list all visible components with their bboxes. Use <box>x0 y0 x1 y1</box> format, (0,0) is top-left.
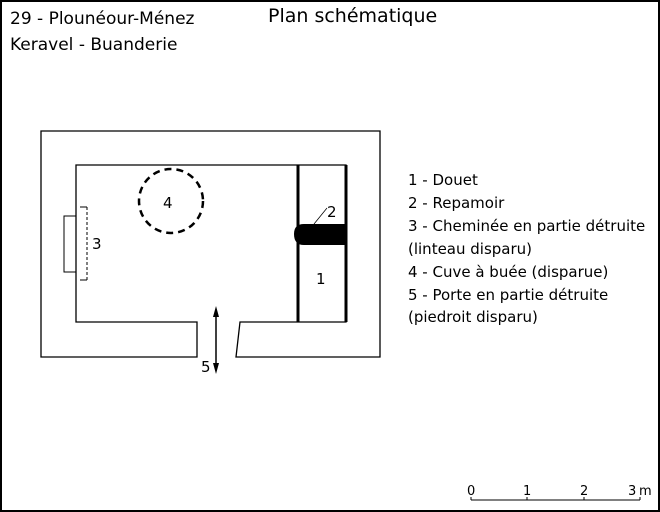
scale-unit: m <box>639 484 652 499</box>
scale-tick-3: 3 <box>628 484 636 499</box>
diagram-title: Plan schématique <box>268 5 437 27</box>
scale-tick-0: 0 <box>467 484 475 499</box>
plan-label-2: 2 <box>327 203 337 221</box>
repamoir-shape <box>294 224 346 245</box>
plan-label-5: 5 <box>201 358 211 376</box>
building-walls <box>40 130 381 358</box>
scale-tick-1: 1 <box>523 484 531 499</box>
legend-item: 2 - Repamoir <box>408 194 505 212</box>
scale-tick-2: 2 <box>580 484 588 499</box>
legend-item: 5 - Porte en partie détruite <box>408 286 608 304</box>
repamoir-leader <box>313 207 328 225</box>
legend-item: (linteau disparu) <box>408 240 532 258</box>
scale-bar: 0 1 2 3 m <box>467 484 652 501</box>
legend-item: 4 - Cuve à buée (disparue) <box>408 263 608 281</box>
plan-label-1: 1 <box>316 270 326 288</box>
legend: 1 - Douet 2 - Repamoir 3 - Cheminée en p… <box>408 171 645 326</box>
cuve-circle <box>137 167 205 235</box>
arrow-up-icon <box>213 306 219 317</box>
plan-label-3: 3 <box>92 235 102 253</box>
legend-item: 3 - Cheminée en partie détruite <box>408 217 645 235</box>
fireplace-shape <box>63 215 77 273</box>
location-label: 29 - Plounéour-Ménez <box>10 9 195 29</box>
site-label: Keravel - Buanderie <box>10 35 177 55</box>
plan-label-4: 4 <box>163 194 173 212</box>
arrow-down-icon <box>213 363 219 374</box>
legend-item: (piedroit disparu) <box>408 308 538 326</box>
legend-item: 1 - Douet <box>408 171 478 189</box>
